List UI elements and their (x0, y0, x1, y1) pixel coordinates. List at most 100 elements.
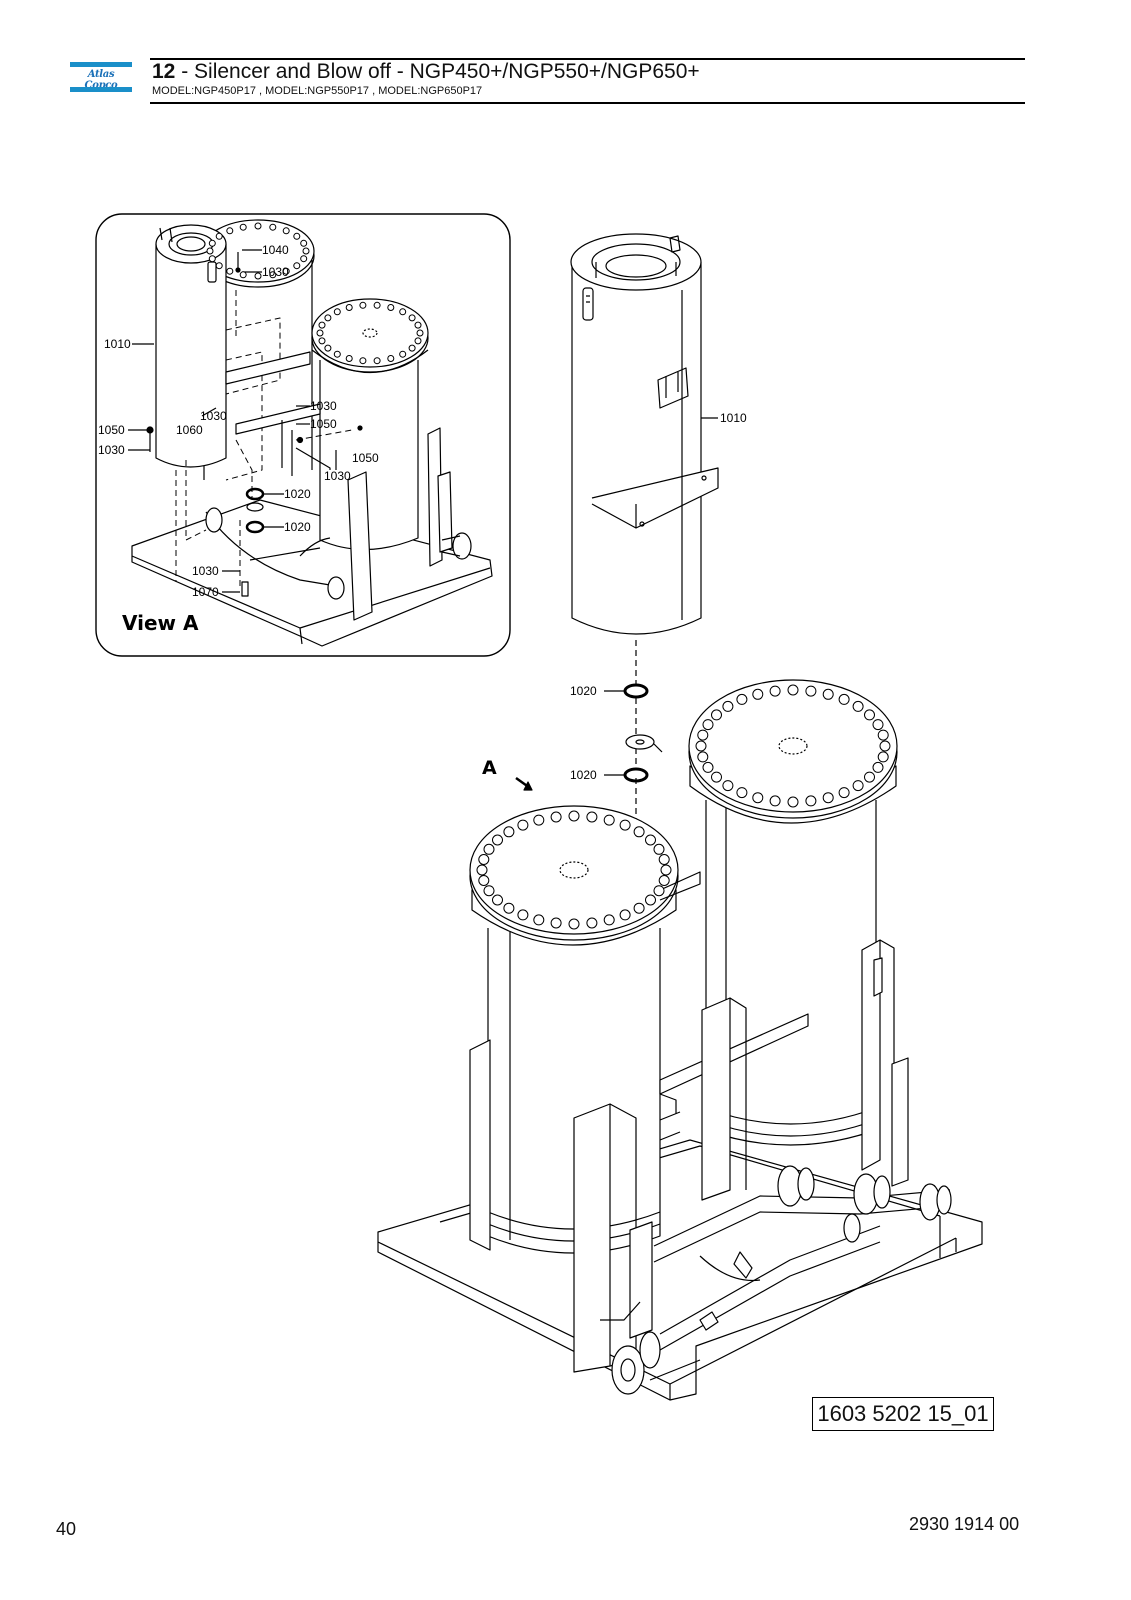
flange-bolt (722, 780, 734, 792)
view-a-label: View A (122, 611, 199, 635)
flange-bolt (373, 301, 381, 309)
flange-bolt (550, 811, 562, 823)
flange-bolt (586, 917, 598, 929)
flange-bolt (478, 875, 490, 886)
flange-bolt (838, 787, 850, 799)
flange-bolt (822, 688, 834, 700)
flange-bolt (736, 693, 748, 705)
flange-bolt (660, 864, 672, 876)
flange-bolt (373, 357, 381, 365)
view-marker-a: A (482, 757, 497, 779)
callout-label: 1030 (192, 564, 219, 578)
flange-bolt (414, 321, 422, 329)
flange-bolts (206, 222, 891, 930)
flange-bolt (879, 740, 891, 752)
flange-bolt (254, 272, 262, 280)
atlas-copco-logo: Atlas Copco (70, 62, 132, 92)
flange-bolt (711, 709, 722, 721)
flange-bolt (269, 223, 277, 231)
flange-bolt (324, 344, 332, 352)
flange-bolt (345, 304, 353, 311)
flange-bolt (282, 267, 290, 275)
callout-label: 1010 (720, 411, 747, 425)
flange-bolt (300, 239, 308, 247)
flange-bolt (408, 314, 416, 322)
flange-bolt (215, 262, 223, 270)
flange-bolt (483, 885, 495, 897)
callout-label: 1030 (98, 443, 125, 457)
flange-bolt (697, 751, 709, 763)
flange-bolt (872, 761, 884, 773)
flange-bolt (603, 914, 615, 926)
flange-bolt (517, 909, 529, 921)
flange-bolt (517, 819, 529, 831)
silencer-body (571, 262, 702, 635)
callout-label: 1020 (284, 487, 311, 501)
flange-bolt (568, 810, 580, 822)
flange-bolt (658, 854, 670, 865)
flange-bolt (282, 227, 290, 235)
flange-bolt (345, 355, 353, 362)
flange-bolt (533, 914, 545, 926)
flange-bolt (633, 826, 645, 838)
flange-bolt (318, 337, 326, 345)
flange-front (611, 1345, 645, 1395)
inset-silencer (155, 244, 227, 468)
flange-bolt (864, 771, 875, 783)
flange-bolt (586, 811, 598, 823)
flange-bolt (208, 239, 216, 247)
page-title: 12 - Silencer and Blow off - NGP450+/NGP… (152, 60, 700, 84)
flange-bolt (603, 814, 615, 826)
flange-bolt (550, 917, 562, 929)
flange-bolt (702, 761, 714, 773)
flange-bolt (787, 796, 799, 808)
flange-bolt (877, 729, 889, 741)
flange-bolt (316, 329, 324, 337)
flange-bolt (359, 301, 367, 309)
flange-bolt (226, 227, 234, 235)
flange-bolt (387, 304, 395, 311)
callout-label: 1050 (98, 423, 125, 437)
flange-bolt (722, 700, 734, 712)
flange-bolt (293, 262, 301, 270)
callout-label: 1050 (352, 451, 379, 465)
drawing-number: 1603 5202 15_01 (812, 1397, 994, 1431)
inset-frame (95, 213, 511, 657)
logo-bar-bottom (70, 87, 132, 92)
section-number: 12 (152, 60, 176, 83)
flange-bolt (533, 814, 545, 826)
flange-bolt (769, 685, 781, 697)
logo-text: Atlas Copco (84, 69, 118, 91)
flange-bolt (408, 344, 416, 352)
header-rule-bottom (150, 102, 1025, 104)
flange-bolt (653, 843, 665, 855)
callout-label: 1030 (262, 265, 289, 279)
callout-label: 1020 (570, 768, 597, 782)
callout-label: 1020 (570, 684, 597, 698)
callout-label: 1060 (176, 423, 203, 437)
flange-bolt (239, 271, 247, 279)
flange-bolt (414, 337, 422, 345)
flange-bolt (399, 350, 407, 358)
flange-bolt (653, 885, 665, 897)
flange-bolt (805, 685, 817, 697)
flange-bolt (645, 834, 656, 846)
flange-bolt (492, 834, 503, 846)
callout-label: 1010 (104, 337, 131, 351)
flange-bolt (852, 700, 864, 712)
flange-bolt (302, 247, 310, 255)
callout-label: 1030 (324, 469, 351, 483)
flange-bolt (208, 255, 216, 263)
flange-bolt (226, 267, 234, 275)
callout-label: 1040 (262, 243, 289, 257)
flange-bolt (215, 232, 223, 240)
flange-bolt (416, 329, 424, 337)
flange-bolt (483, 843, 495, 855)
flange-bolt (568, 918, 580, 930)
flange-bolt (695, 740, 707, 752)
flange-bolt (333, 350, 341, 358)
washer-1020-upper (623, 683, 649, 699)
flange-bolt (864, 709, 875, 721)
flange-bolt (492, 894, 503, 906)
